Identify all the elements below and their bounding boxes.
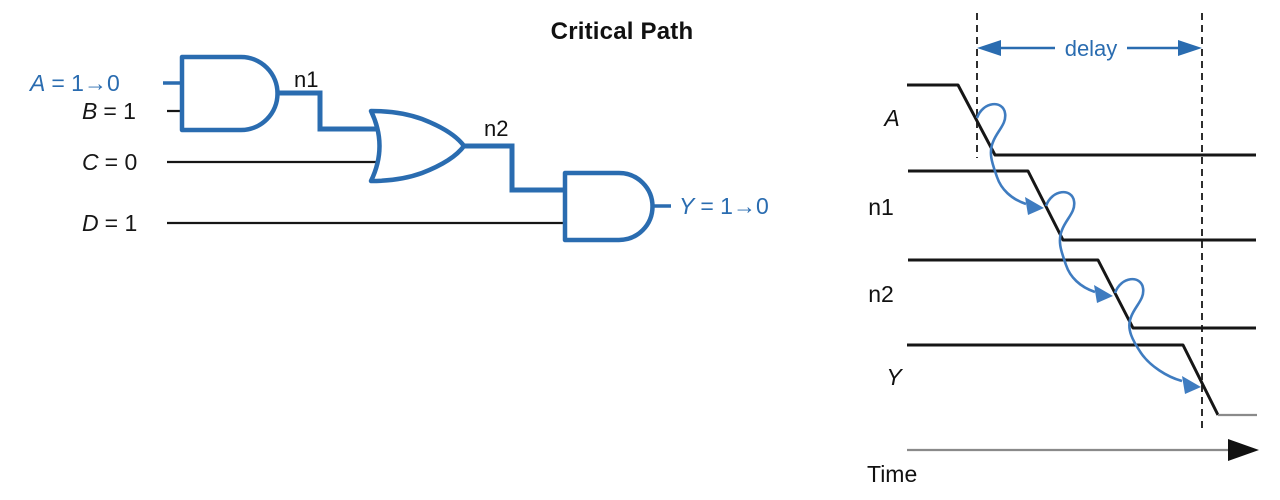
input-label-b: B= 1: [82, 98, 136, 124]
flow-arrowhead-y-icon: [1182, 376, 1201, 394]
net-label-n2: n2: [484, 116, 508, 141]
input-label-c: C= 0: [82, 149, 137, 175]
circuit-schematic: A= 1→0 B= 1 C= 0 D= 1 n1 n2 Y= 1→0: [28, 54, 769, 243]
delay-arrow: delay: [977, 36, 1202, 61]
and-gate-2: [562, 170, 655, 243]
flow-arrowhead-n1-icon: [1025, 197, 1044, 215]
input-value-d: = 1: [105, 210, 138, 236]
input-value-b: = 1: [103, 98, 136, 124]
net-label-n1: n1: [294, 67, 318, 92]
input-label-d: D= 1: [82, 210, 137, 236]
output-value-y: = 1→0: [700, 193, 768, 219]
flow-arrows: [975, 102, 1201, 394]
timing-diagram: delay A n1 n2 Y Time: [867, 13, 1259, 487]
flow-arrow-n1-to-n2: [1044, 190, 1096, 294]
input-name-d: D: [82, 210, 99, 236]
signal-label-n1: n1: [868, 194, 894, 220]
input-value-c: = 0: [105, 149, 138, 175]
flow-arrow-n2-to-y: [1113, 277, 1183, 383]
waveform-n2: [908, 258, 1256, 330]
input-name-b: B: [82, 98, 97, 124]
waveform-a: [907, 83, 1256, 157]
waveform-n1: [908, 169, 1256, 242]
signal-label-a: A: [882, 105, 899, 131]
wire-n1: [274, 90, 382, 132]
signal-label-y: Y: [886, 364, 903, 390]
input-name-a: A: [28, 70, 45, 96]
input-value-a: = 1→0: [51, 70, 119, 96]
delay-label: delay: [1065, 36, 1118, 61]
or-gate: [368, 108, 467, 184]
time-axis-label: Time: [867, 461, 917, 487]
figure-title: Critical Path: [550, 18, 694, 45]
input-label-a: A= 1→0: [28, 70, 120, 96]
output-label-y: Y= 1→0: [679, 193, 769, 219]
input-name-c: C: [82, 149, 99, 175]
time-axis-arrowhead-icon: [1228, 439, 1259, 461]
wire-n2: [462, 143, 567, 193]
flow-arrow-a-to-n1: [975, 102, 1027, 206]
waveform-y: [907, 343, 1220, 416]
signal-label-n2: n2: [868, 281, 894, 307]
output-name-y: Y: [679, 193, 696, 219]
and-gate-1: [179, 54, 280, 133]
delay-arrowhead-right-icon: [1178, 40, 1202, 56]
flow-arrowhead-n2-icon: [1094, 285, 1113, 303]
delay-arrowhead-left-icon: [977, 40, 1001, 56]
